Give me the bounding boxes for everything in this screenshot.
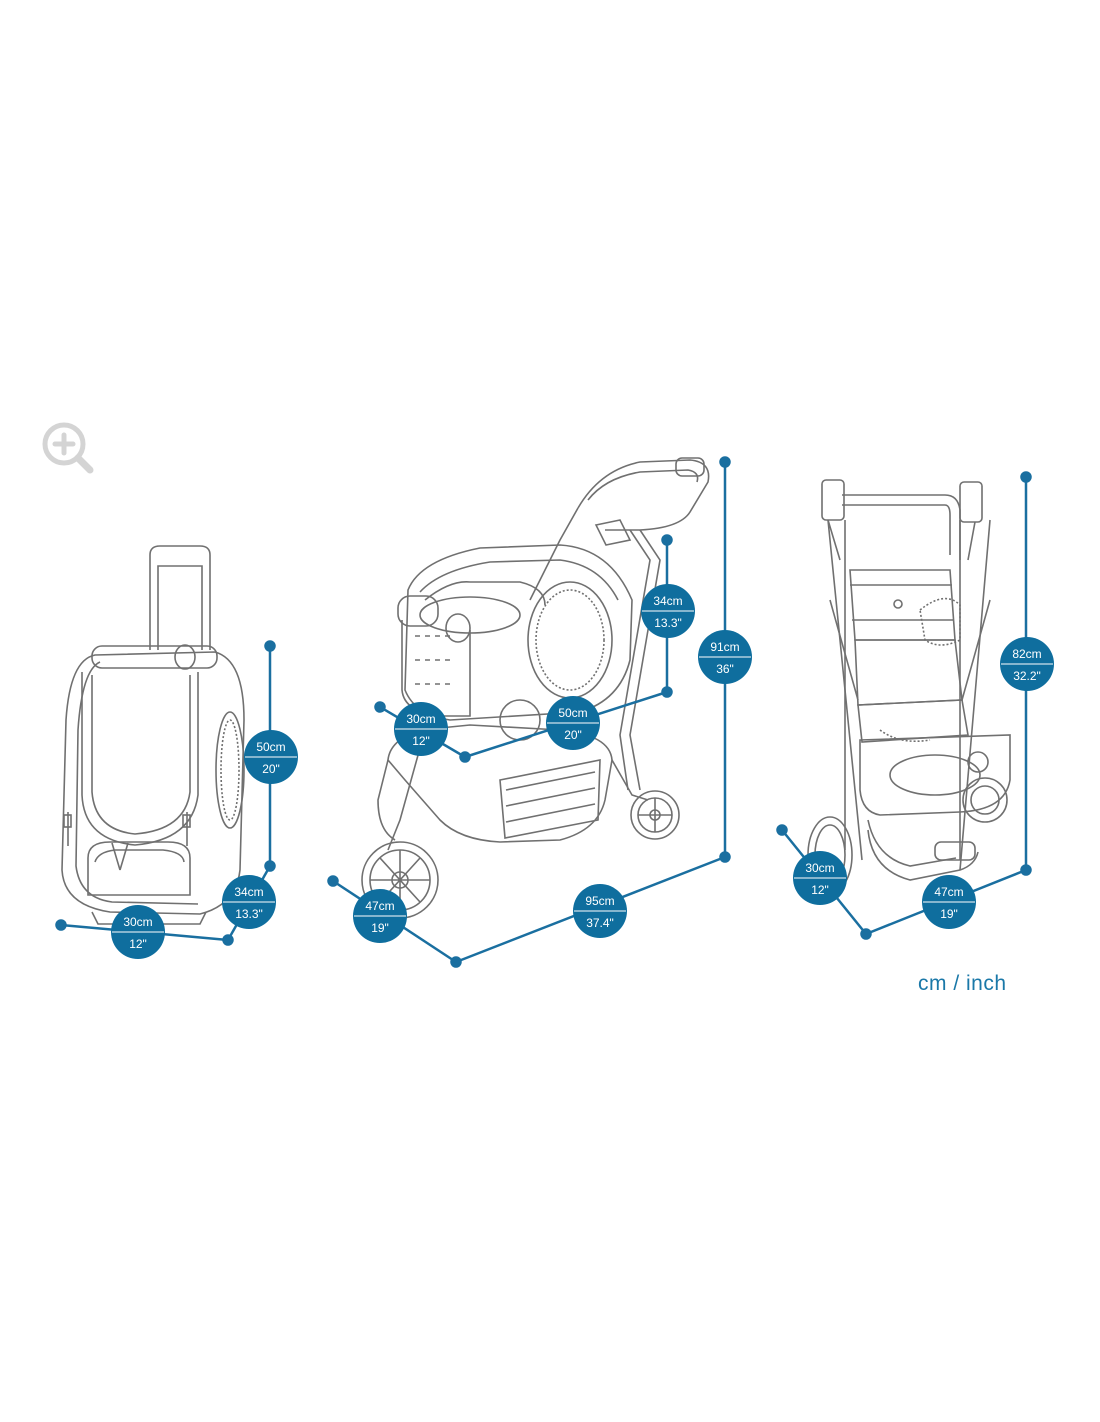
badge-imperial-value: 36" xyxy=(716,662,734,676)
badge-metric-value: 91cm xyxy=(710,640,739,654)
badge-metric-value: 47cm xyxy=(934,885,963,899)
badge-folded-width: 47cm 19" xyxy=(922,875,976,929)
badge-backpack-width: 30cm 12" xyxy=(111,905,165,959)
badge-stroller-carrier-height: 34cm 13.3" xyxy=(641,584,695,638)
badge-metric-value: 30cm xyxy=(805,861,834,875)
backpack-carrier-drawing xyxy=(61,545,245,925)
badge-metric-value: 30cm xyxy=(406,712,435,726)
dimension-endpoint xyxy=(55,919,67,931)
badge-imperial-value: 19" xyxy=(940,907,958,921)
badge-imperial-value: 13.3" xyxy=(235,907,263,921)
badge-imperial-value: 12" xyxy=(129,937,147,951)
dimension-endpoint xyxy=(776,824,788,836)
badge-stroller-wheel-width: 47cm 19" xyxy=(353,889,407,943)
unit-legend: cm / inch xyxy=(918,972,1007,995)
zoom-in-glyph xyxy=(42,422,94,474)
dimension-endpoint xyxy=(719,456,731,468)
badge-metric-value: 82cm xyxy=(1012,647,1041,661)
badge-metric-value: 95cm xyxy=(585,894,614,908)
badge-metric-value: 34cm xyxy=(653,594,682,608)
badge-metric-value: 34cm xyxy=(234,885,263,899)
badge-metric-value: 50cm xyxy=(558,706,587,720)
badge-imperial-value: 19" xyxy=(371,921,389,935)
dimension-endpoint xyxy=(327,875,339,887)
badge-imperial-value: 20" xyxy=(262,762,280,776)
zoom-in-icon[interactable] xyxy=(40,420,96,476)
badge-imperial-value: 32.2" xyxy=(1013,669,1041,683)
badge-metric-value: 30cm xyxy=(123,915,152,929)
badge-stroller-carrier-width: 30cm 12" xyxy=(394,702,448,756)
badge-folded-depth: 30cm 12" xyxy=(793,851,847,905)
badge-stroller-total-length: 95cm 37.4" xyxy=(573,884,627,938)
badge-imperial-value: 37.4" xyxy=(586,916,614,930)
badge-imperial-value: 12" xyxy=(811,883,829,897)
dimension-endpoint xyxy=(661,534,673,546)
badge-imperial-value: 13.3" xyxy=(654,616,682,630)
badge-stroller-total-height: 91cm 36" xyxy=(698,630,752,684)
badge-metric-value: 50cm xyxy=(256,740,285,754)
dimension-endpoint xyxy=(1020,471,1032,483)
badge-backpack-height: 50cm 20" xyxy=(244,730,298,784)
stroller-folded-drawing xyxy=(807,479,1011,894)
badge-backpack-depth: 34cm 13.3" xyxy=(222,875,276,929)
stroller-unfolded-drawing xyxy=(361,457,710,919)
dimension-endpoint xyxy=(264,640,276,652)
badge-stroller-carrier-length: 50cm 20" xyxy=(546,696,600,750)
dimension-lines xyxy=(55,456,1032,968)
badge-imperial-value: 12" xyxy=(412,734,430,748)
badge-folded-height: 82cm 32.2" xyxy=(1000,637,1054,691)
dimension-endpoint xyxy=(374,701,386,713)
badge-metric-value: 47cm xyxy=(365,899,394,913)
badge-imperial-value: 20" xyxy=(564,728,582,742)
